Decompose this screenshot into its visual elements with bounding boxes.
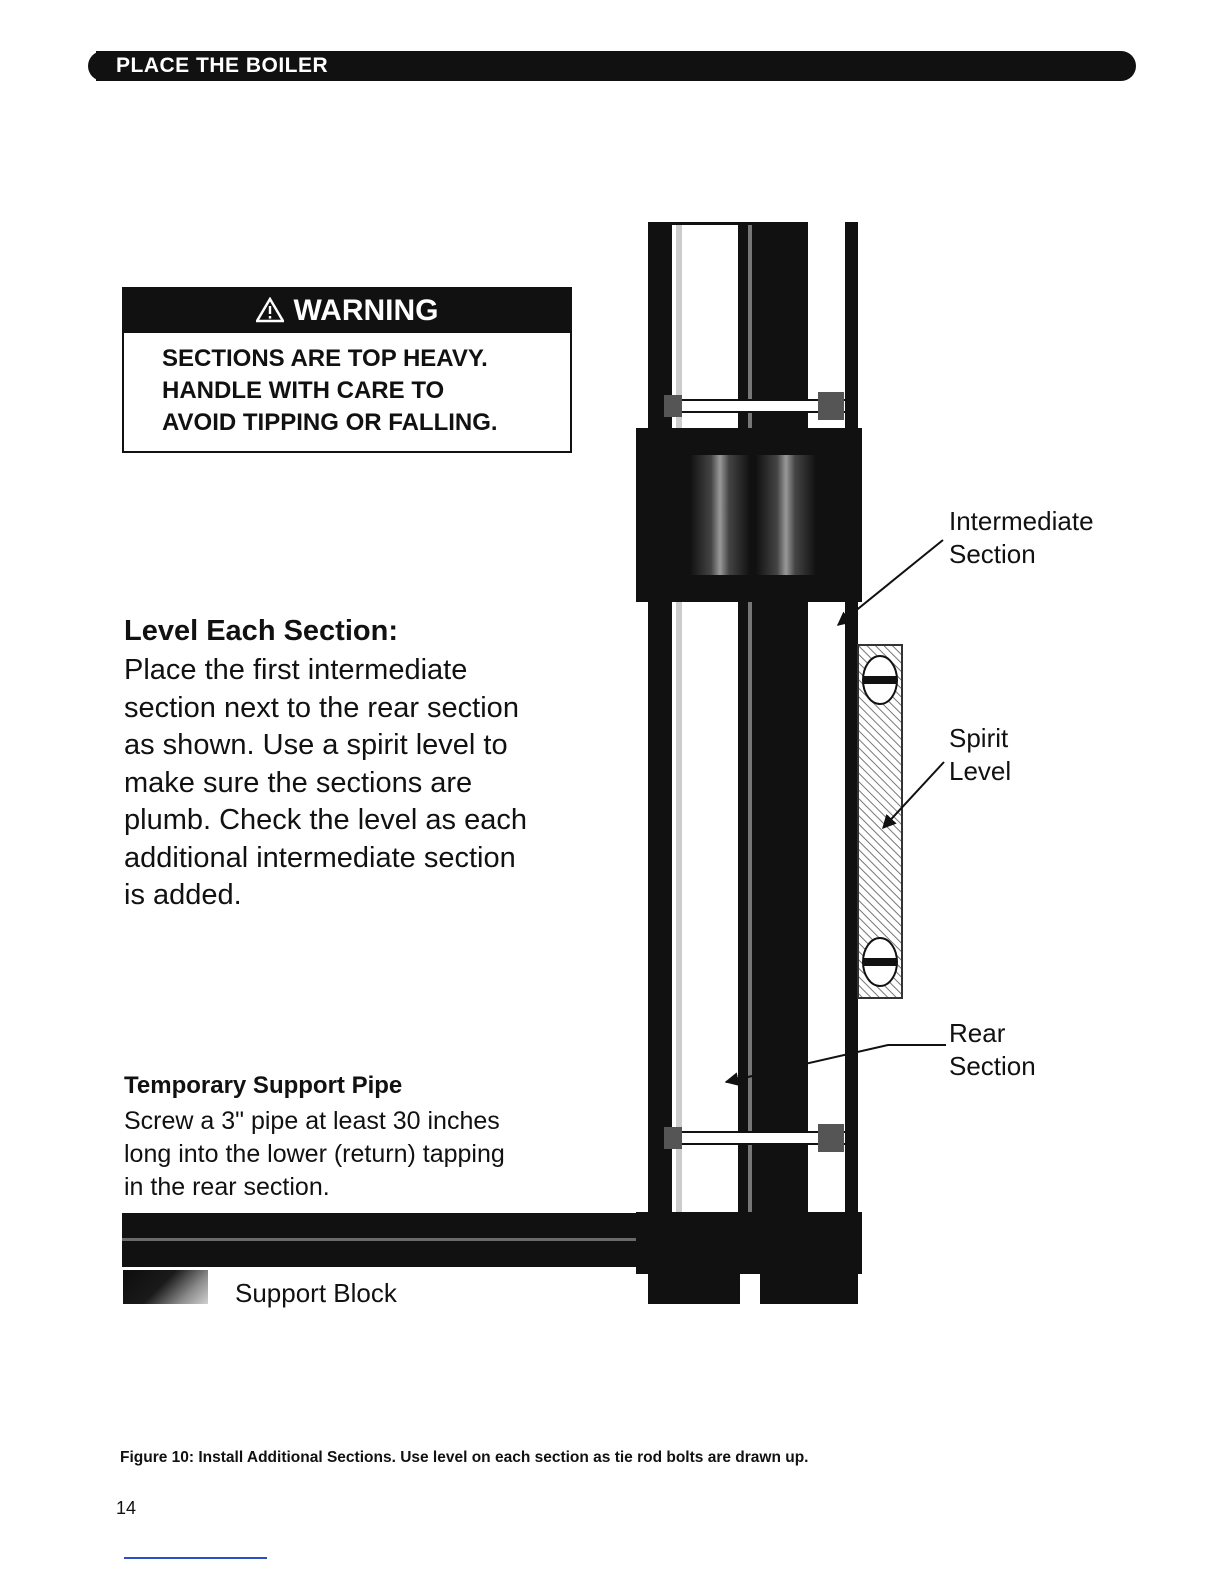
callout-line: Intermediate xyxy=(949,506,1094,536)
warning-header: WARNING xyxy=(124,289,570,333)
footer-rule xyxy=(124,1557,267,1559)
callout-line: Section xyxy=(949,539,1036,569)
callout-line: Spirit xyxy=(949,723,1009,753)
rear-leader-line xyxy=(724,1044,946,1087)
text-line: as shown. Use a spirit level to xyxy=(124,729,508,761)
section-header-bar xyxy=(88,51,1136,81)
callout-line: Section xyxy=(949,1051,1036,1081)
spirit-leader-line xyxy=(882,761,945,830)
level-section-text: Place the first intermediate section nex… xyxy=(124,652,594,915)
support-pipe-text: Screw a 3" pipe at least 30 inches long … xyxy=(124,1105,505,1204)
text-line: in the rear section. xyxy=(124,1173,330,1201)
intermediate-leader-line xyxy=(836,539,944,626)
warning-text: SECTIONS ARE TOP HEAVY. HANDLE WITH CARE… xyxy=(124,333,570,439)
text-line: long into the lower (return) tapping xyxy=(124,1140,505,1168)
callout-line: Level xyxy=(949,756,1012,786)
text-line: plumb. Check the level as each xyxy=(124,804,527,836)
warning-label: WARNING xyxy=(293,294,439,327)
callout-line: Rear xyxy=(949,1018,1006,1048)
rear-section-label: Rear Section xyxy=(949,1017,1036,1083)
section-header-title: PLACE THE BOILER xyxy=(116,54,329,77)
warning-box: WARNING SECTIONS ARE TOP HEAVY. HANDLE W… xyxy=(122,287,572,453)
text-line: Place the first intermediate xyxy=(124,654,468,686)
text-line: make sure the sections are xyxy=(124,766,473,799)
lower-hub xyxy=(636,1212,862,1274)
level-section-heading: Level Each Section: xyxy=(124,615,398,647)
page-number: 14 xyxy=(116,1498,137,1518)
warning-triangle-icon xyxy=(255,297,284,323)
text-line: additional intermediate section xyxy=(124,841,516,874)
warning-line: SECTIONS ARE TOP HEAVY. xyxy=(162,345,488,372)
support-pipe-heading: Temporary Support Pipe xyxy=(124,1072,403,1099)
figure-caption: Figure 10: Install Additional Sections. … xyxy=(120,1449,809,1466)
warning-line: HANDLE WITH CARE TO xyxy=(162,377,445,404)
spirit-level-label: Spirit Level xyxy=(949,722,1011,788)
support-block-swatch xyxy=(123,1270,208,1304)
text-line: is added. xyxy=(124,879,242,911)
support-block-label: Support Block xyxy=(235,1278,397,1308)
text-line: section next to the rear section xyxy=(124,691,519,724)
warning-line: AVOID TIPPING OR FALLING. xyxy=(162,409,498,436)
text-line: Screw a 3" pipe at least 30 inches xyxy=(124,1107,500,1135)
intermediate-section-label: Intermediate Section xyxy=(949,505,1094,571)
